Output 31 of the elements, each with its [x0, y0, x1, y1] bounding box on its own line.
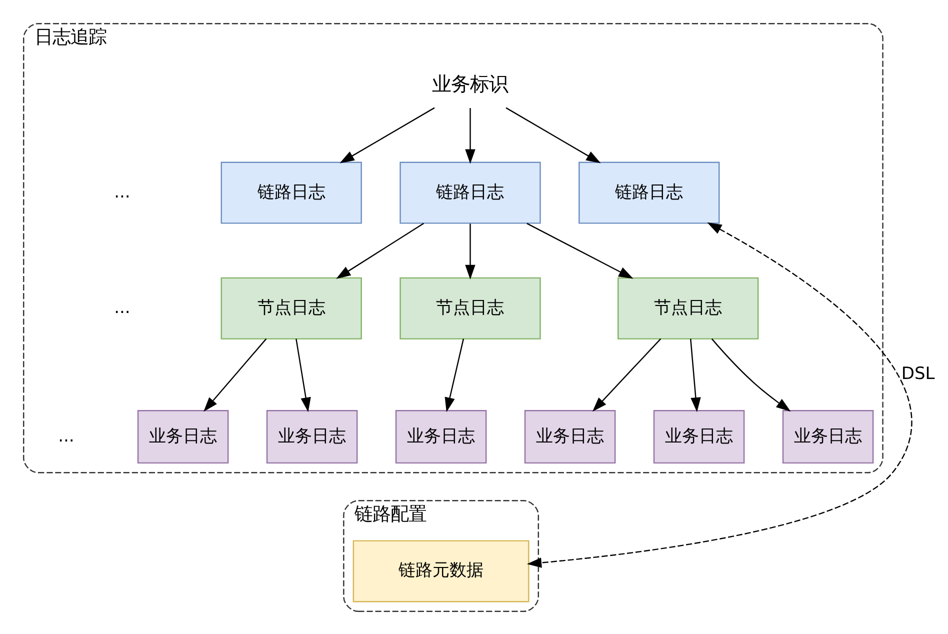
node-box: 业务日志: [782, 410, 874, 464]
node-box: 业务日志: [524, 410, 616, 464]
node-box: 业务日志: [136, 410, 228, 464]
arrow: [464, 108, 475, 164]
arrow: [203, 338, 266, 412]
arrow: [526, 222, 633, 278]
label: ...: [58, 426, 74, 446]
arrow: [339, 106, 434, 163]
arrow: [505, 106, 600, 163]
arrow: [690, 338, 700, 412]
node-box: 业务日志: [394, 410, 486, 464]
arrow: [526, 222, 912, 568]
arrow: [464, 223, 475, 279]
arrow: [444, 338, 464, 412]
arrow: [592, 338, 661, 412]
node-box: 节点日志: [220, 276, 362, 339]
arrow: [295, 338, 310, 412]
node-box: 链路日志: [399, 161, 540, 224]
edge-label: DSL: [900, 364, 934, 384]
node-box: 业务日志: [652, 410, 744, 464]
node-box: 节点日志: [399, 276, 540, 339]
node-box: 业务日志: [266, 410, 358, 464]
node-box: 链路日志: [578, 161, 720, 224]
node-box: 链路元数据: [352, 540, 529, 602]
node-box: 链路日志: [220, 161, 362, 224]
arrow: [710, 338, 790, 412]
arrow: [336, 222, 424, 278]
label: ...: [114, 297, 130, 318]
node-box: 节点日志: [617, 276, 758, 339]
node-text: 业务标识: [432, 72, 508, 95]
label: ...: [114, 182, 130, 202]
